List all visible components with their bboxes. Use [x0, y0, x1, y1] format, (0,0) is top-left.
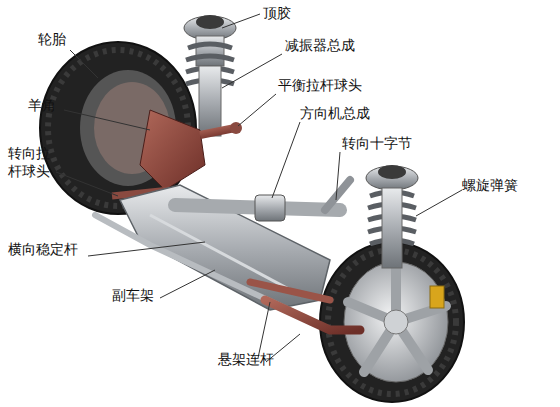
part-label: 螺旋弹簧 — [462, 176, 518, 194]
left-strut — [184, 15, 236, 136]
part-label: 悬架连杆 — [218, 350, 274, 368]
part-label: 轮胎 — [38, 30, 66, 48]
part-label: 方向机总成 — [300, 104, 370, 122]
right-strut — [366, 165, 418, 268]
part-label: 顶胶 — [263, 4, 291, 22]
part-label: 横向稳定杆 — [8, 240, 78, 258]
leader-lines — [56, 14, 462, 362]
part-label: 羊角 — [28, 96, 56, 114]
left-knuckle — [140, 110, 205, 190]
left-link — [200, 128, 235, 135]
brake-caliper — [430, 286, 444, 308]
part-label: 副车架 — [112, 286, 154, 304]
part-label: 减振器总成 — [285, 36, 355, 54]
control-arm — [265, 300, 360, 330]
part-label: 转向十字节 — [342, 134, 412, 152]
part-label: 平衡拉杆球头 — [278, 76, 362, 94]
part-label: 转向拉 杆球头 — [8, 144, 58, 180]
